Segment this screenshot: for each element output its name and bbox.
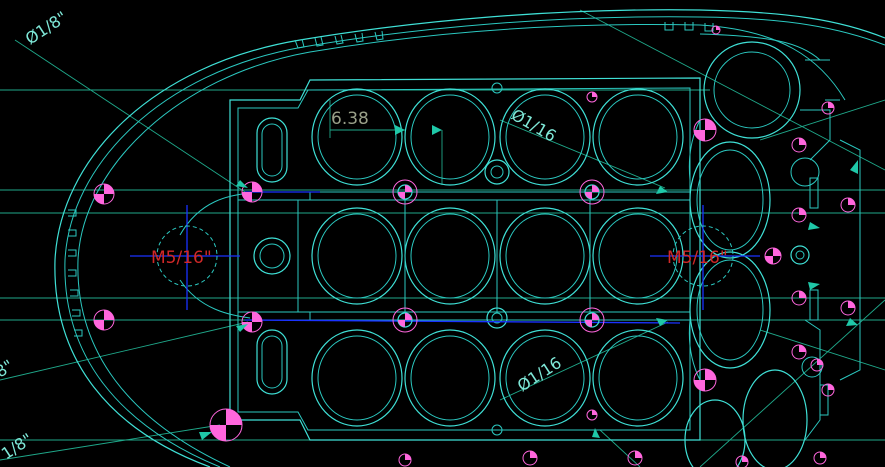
hole-marker: [693, 118, 717, 142]
hole-marker: [791, 290, 807, 306]
centerlines: [130, 191, 760, 324]
hole-marker: [764, 247, 782, 265]
hole-marker: [735, 455, 749, 467]
hole-marker: [791, 207, 807, 223]
hole-marker: [821, 101, 835, 115]
dimension-6-38: 6.38: [331, 109, 369, 129]
hole-marker: [810, 358, 824, 372]
hole-marker: [579, 179, 605, 205]
hole-marker: [241, 181, 263, 203]
thread-label-left: M5/16": [151, 248, 212, 268]
hole-marker: [93, 183, 115, 205]
hole-marker: [711, 25, 721, 35]
hole-marker: [840, 197, 856, 213]
thread-boss-left: [156, 225, 218, 287]
hole-marker: [398, 453, 412, 467]
hole-marker: [627, 450, 643, 466]
cell-pocket-grid: [311, 82, 684, 436]
hole-marker: [791, 137, 807, 153]
hole-marker: [392, 307, 418, 333]
left-slots: [253, 117, 291, 395]
hole-marker: [241, 311, 263, 333]
hole-marker: [791, 344, 807, 360]
hole-marker: [586, 409, 598, 421]
hole-marker: [840, 300, 856, 316]
hole-marker: [392, 179, 418, 205]
thread-boss-right: [672, 225, 734, 287]
hole-marker: [209, 408, 243, 442]
mounting-holes: [93, 25, 856, 467]
hole-marker: [522, 450, 538, 466]
leader-arrows: [199, 125, 858, 440]
hole-marker: [579, 307, 605, 333]
hole-marker: [693, 368, 717, 392]
right-compartment: [684, 41, 861, 467]
enclosure-outline: [54, 9, 885, 467]
hole-marker: [813, 451, 827, 465]
hole-marker: [586, 91, 598, 103]
hole-marker: [93, 309, 115, 331]
thread-label-right: M5/16": [667, 248, 728, 268]
hole-marker: [821, 383, 835, 397]
